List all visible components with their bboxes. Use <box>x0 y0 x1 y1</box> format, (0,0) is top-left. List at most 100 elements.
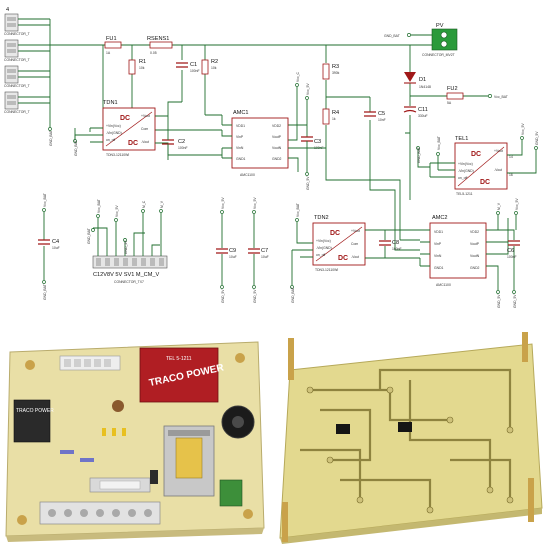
svg-text:Vcc_5V: Vcc_5V <box>253 197 257 209</box>
svg-text:330uF: 330uF <box>418 114 428 118</box>
vcc5v-top-label: Vcc_5V <box>306 83 310 95</box>
svg-text:M_V: M_V <box>160 200 164 208</box>
tdn2-vcc-bat-label: Vcc_BAT <box>296 203 300 217</box>
svg-text:14: 14 <box>509 155 513 159</box>
capacitor-c7: Vcc_5V C7 10uF GND_5V <box>248 197 269 303</box>
svg-text:10k: 10k <box>139 66 145 70</box>
svg-text:DC: DC <box>330 230 340 237</box>
svg-text:-Vin(GND): -Vin(GND) <box>458 169 474 173</box>
svg-text:on_off: on_off <box>458 176 467 180</box>
svg-text:10nF: 10nF <box>378 118 386 122</box>
svg-text:DC: DC <box>471 151 481 158</box>
vcc-bat-fu2-label: Vcc_BAT <box>494 95 508 99</box>
svg-text:CONNECTOR_T: CONNECTOR_T <box>4 32 30 36</box>
svg-text:TEL 5-1211: TEL 5-1211 <box>166 356 192 362</box>
svg-text:GND_5V: GND_5V <box>221 289 225 303</box>
svg-text:C2: C2 <box>178 139 185 145</box>
capacitor-c8: C8 100nF <box>379 240 402 251</box>
svg-text:R2: R2 <box>211 59 218 65</box>
svg-text:CONNECTOR_T: CONNECTOR_T <box>4 84 30 88</box>
svg-text:VDD1: VDD1 <box>434 230 443 234</box>
svg-text:GND_BAT: GND_BAT <box>43 284 47 300</box>
connector-j1: CONNECTOR_T <box>4 13 30 36</box>
svg-text:GND1: GND1 <box>434 266 444 270</box>
svg-text:+Vout: +Vout <box>351 229 360 233</box>
vcc-c-label: Vcc_C <box>296 71 300 82</box>
svg-text:C3: C3 <box>314 139 321 145</box>
svg-text:GND_5V: GND_5V <box>124 240 128 254</box>
svg-text:Vcc_BAT: Vcc_BAT <box>43 193 47 207</box>
isolation-amp-amc2: AMC2 VDD1 VinP VinN GND1 VDD2 VoutP Vout… <box>429 215 487 287</box>
tx-net-flags: Vcc_BAT Vcc_5V M_C M_V GND_BAT GND_5V <box>87 199 164 254</box>
svg-text:M_C: M_C <box>142 200 146 208</box>
svg-text:GND2: GND2 <box>272 157 282 161</box>
svg-text:C5: C5 <box>378 111 385 117</box>
svg-text:VinN: VinN <box>434 254 442 258</box>
svg-text:100nF: 100nF <box>190 69 200 73</box>
svg-text:AMC1: AMC1 <box>233 110 249 116</box>
connector-bank-ref: 4 <box>6 7 9 13</box>
svg-text:C7: C7 <box>261 248 268 254</box>
gnd5v-amc1-label: GND_5V <box>306 176 310 190</box>
svg-text:AMC1100: AMC1100 <box>436 283 451 287</box>
svg-text:1k: 1k <box>332 117 336 121</box>
resistor-r4: R4 1k <box>322 108 339 125</box>
svg-text:Vcc_5V: Vcc_5V <box>221 197 225 209</box>
schematic-diagram: 4 CONNECTOR_T CONNECTOR_T CONNECTOR_T CO… <box>4 7 539 308</box>
svg-text:TDN1: TDN1 <box>103 100 118 106</box>
svg-text:AMC1100: AMC1100 <box>240 173 255 177</box>
svg-text:C12V8V 5V SV1 M_CM_V: C12V8V 5V SV1 M_CM_V <box>93 272 159 278</box>
svg-text:VDD1: VDD1 <box>236 124 245 128</box>
gnd-bat-pv-label: GND_BAT <box>384 34 400 38</box>
gnd-bat-tdn1-label: GND_BAT <box>49 130 53 146</box>
svg-text:AMC2: AMC2 <box>432 215 448 221</box>
tel1-vcc5v-label: Vcc_5V <box>521 123 525 135</box>
connector-j2: CONNECTOR_T <box>4 39 30 62</box>
resistor-r2: R2 10k <box>201 59 218 75</box>
svg-text:C8: C8 <box>392 240 399 246</box>
svg-text:10uF: 10uF <box>229 255 237 259</box>
bare-pcb-photo <box>270 330 550 546</box>
svg-text:VoutN: VoutN <box>470 254 480 258</box>
capacitor-c9: Vcc_5V C9 10uF GND_5V <box>216 197 237 303</box>
svg-text:100nF: 100nF <box>178 146 188 150</box>
svg-text:R1: R1 <box>139 59 146 65</box>
shunt-rsens1: RSENS1 0.05 <box>147 36 173 55</box>
svg-text:R4: R4 <box>332 110 339 116</box>
capacitor-c11: C11 330uF <box>403 106 428 118</box>
svg-text:D1: D1 <box>419 77 426 83</box>
svg-text:R3: R3 <box>332 64 339 70</box>
svg-text:on_off: on_off <box>106 138 115 142</box>
svg-text:GND_BAT: GND_BAT <box>87 228 91 244</box>
svg-text:DC: DC <box>128 140 138 147</box>
traco-module-large: TRACO POWER TEL 5-1211 <box>139 347 226 403</box>
svg-text:FU1: FU1 <box>106 36 117 42</box>
svg-text:390k: 390k <box>332 71 340 75</box>
svg-text:RSENS1: RSENS1 <box>147 36 169 42</box>
svg-text:VoutP: VoutP <box>272 135 282 139</box>
svg-text:CONNECTOR_T: CONNECTOR_T <box>4 58 30 62</box>
svg-text:Com: Com <box>141 127 148 131</box>
svg-text:Vcc_BAT: Vcc_BAT <box>97 199 101 213</box>
connector-j4: CONNECTOR_T <box>4 91 30 114</box>
isolation-amp-amc1: AMC1 VDD1 VinP VinN GND1 VDD2 VoutP Vout… <box>231 110 289 177</box>
svg-text:C9: C9 <box>229 248 236 254</box>
svg-text:-Vout: -Vout <box>141 140 149 144</box>
gnd-bat-tdn1-label-2: GND_BAT <box>74 140 78 156</box>
svg-text:5A: 5A <box>447 101 452 105</box>
fuse-fu2: FU2 5A <box>446 86 464 105</box>
pv-connector: PV CONNECTOR_MV2T <box>422 23 458 57</box>
svg-text:VinP: VinP <box>236 135 244 139</box>
svg-text:VoutN: VoutN <box>272 146 282 150</box>
amc2-gnd5v-label: GND_5V <box>497 294 501 308</box>
amc2-vcc5v-label: Vcc_5V <box>515 198 519 210</box>
svg-text:on_off: on_off <box>316 253 325 257</box>
svg-text:VDD2: VDD2 <box>272 124 281 128</box>
tdn2-gnd-bat-label: GND_BAT <box>291 287 295 303</box>
svg-text:10uF: 10uF <box>261 255 269 259</box>
svg-text:TDN2: TDN2 <box>314 215 329 221</box>
svg-text:TDN3-12110WI: TDN3-12110WI <box>106 153 129 157</box>
capacitor-c5: C5 10nF <box>364 111 386 122</box>
svg-text:-Vout: -Vout <box>351 255 359 259</box>
svg-text:DC: DC <box>338 255 348 262</box>
